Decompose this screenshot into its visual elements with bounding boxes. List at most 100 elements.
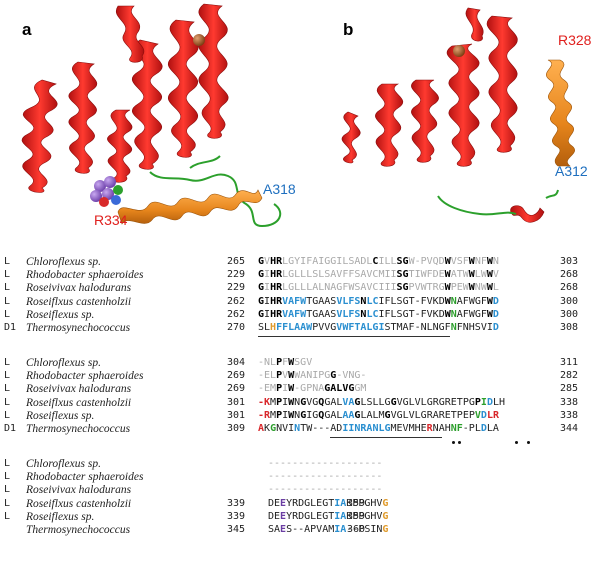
sequence-segment: W	[444, 269, 451, 281]
sequence-segment: IA	[334, 510, 347, 522]
sequence-segment: IA	[334, 524, 347, 535]
sequence-segment: -EM	[258, 383, 277, 395]
sequence-segment: D	[480, 409, 487, 421]
start-position: 229	[226, 282, 245, 294]
residue-marker-dot	[458, 441, 461, 444]
sequence-segment: M	[270, 396, 277, 408]
end-position: 268	[560, 269, 579, 281]
sequence-segment: IINRANLG	[342, 423, 391, 434]
sequence-segment: W	[444, 295, 451, 307]
sequence-segment: D	[492, 322, 499, 333]
organism-name: Chloroflexus sp.	[26, 357, 101, 369]
sequence-segment: W	[486, 269, 493, 281]
chain-label: L	[4, 308, 11, 320]
end-position: 282	[560, 370, 579, 382]
sequence-segment: Q	[318, 396, 325, 408]
organism-name: Roseiflxus castenholzii	[26, 396, 132, 409]
sequence-segment: W	[468, 269, 475, 281]
sequence: -KMPIWNGVGQGALVAGLSLLGGVGLVLGRGRETPGPIDL…	[258, 397, 505, 409]
sequence-segment: G	[258, 308, 265, 320]
sequence-segment: W	[444, 308, 451, 320]
sequence-segment: P	[276, 409, 283, 421]
sequence-segment: P	[276, 383, 283, 395]
panel-a-residue-a318: A318	[263, 181, 296, 197]
chain-label: L	[4, 370, 11, 382]
sequence-segment: W	[486, 282, 493, 294]
sequence-segment: LH	[492, 396, 506, 408]
sequence-segment: FNHSVI	[456, 322, 493, 333]
sequence-segment: VGLVLGRGRETPG	[396, 396, 475, 408]
sequence: -EMPIW-GPNAGALVGGM	[258, 383, 366, 395]
sequence-segment: SA	[268, 524, 281, 535]
sequence-segment: M	[270, 409, 277, 421]
sequence-segment: ILL	[378, 256, 397, 267]
panel-b-loops	[437, 189, 559, 216]
sequence-segment: HR	[270, 295, 283, 307]
sequence: -------------------	[268, 484, 382, 496]
sequence-segment: KPPGHV	[346, 497, 383, 509]
sequence-segment: G	[300, 396, 307, 408]
sequence-segment: LGLLLALNAGFWSAVCIII	[282, 282, 397, 294]
sequence-segment: P	[474, 396, 481, 408]
chain-label: L	[4, 295, 11, 307]
chain-label: L	[4, 409, 11, 421]
sequence-segment: D	[492, 308, 499, 320]
sequence-segment: W	[468, 282, 475, 294]
start-position: 301	[226, 396, 245, 408]
sequence-segment: I	[264, 282, 271, 294]
sequence-segment: -PL	[462, 423, 481, 434]
sequence: GVHRLGYIFAIGGILSADLCILLSGW-PVQDWVSFWNFWN	[258, 256, 499, 268]
sequence-segment: NW	[474, 282, 487, 294]
organism-name: Roseivivax halodurans	[26, 282, 132, 295]
end-position: 359	[347, 510, 366, 522]
chain-label: L	[4, 484, 11, 496]
chain-label: L	[4, 458, 11, 469]
sequence-segment: W	[288, 357, 295, 368]
sequence-segment: PEW	[450, 282, 469, 294]
start-position: 265	[226, 256, 245, 267]
sequence-segment: LALM	[360, 409, 385, 421]
organism-name: Chloroflexus sp.	[26, 458, 101, 470]
start-position: 270	[226, 322, 245, 333]
sequence-segment: D	[480, 423, 487, 434]
panel-a-pigment-spheres	[90, 176, 123, 207]
sequence: -ELPVWWANIPGG-VNG-	[258, 370, 366, 382]
sequence-segment: LGYIFAIGGILSADL	[282, 256, 373, 267]
sequence-segment: G	[270, 423, 277, 434]
sequence-segment: E	[280, 510, 287, 522]
sequence-segment: -GPNA	[294, 383, 325, 395]
sequence-segment: G	[390, 396, 397, 408]
residue-marker-dot	[452, 441, 455, 444]
sequence-segment: FFLAAW	[276, 322, 313, 333]
sequence-segment: V	[474, 409, 481, 421]
sequence-segment: LC	[366, 308, 379, 320]
organism-name: Thermosynechococcus	[26, 322, 131, 334]
organism-name: Roseivivax halodurans	[26, 383, 132, 396]
panel-a-helices	[21, 3, 229, 193]
sequence-segment: IG	[306, 409, 319, 421]
sequence-segment: LW	[474, 269, 487, 281]
start-position: 339	[226, 510, 245, 522]
panel-a-highlight-helix	[117, 189, 263, 225]
sequence-segment: VG	[306, 396, 319, 408]
organism-name: Roseiflexus sp.	[26, 308, 95, 321]
sequence-segment: W	[486, 308, 493, 320]
chain-label: L	[4, 269, 11, 281]
organism-name: Rhodobacter sphaeroides	[26, 471, 144, 484]
end-position: 300	[560, 308, 579, 320]
sequence-segment: G	[384, 409, 391, 421]
helix-underline	[258, 336, 450, 337]
sequence-segment: AA	[342, 409, 355, 421]
sequence-segment: GAL	[324, 396, 343, 408]
sequence-segment: R	[426, 423, 433, 434]
organism-name: Roseiflxus castenholzii	[26, 497, 132, 510]
sequence-segment: -VNG-	[336, 370, 367, 382]
sequence-segment: YRDGLEGT	[286, 497, 335, 509]
sequence-segment: VSF	[450, 256, 469, 267]
panel-b-metal-ion	[453, 45, 465, 57]
start-position: 269	[226, 370, 245, 382]
sequence-segment: G	[354, 396, 361, 408]
helix-underline	[330, 437, 442, 438]
start-position: 269	[226, 383, 245, 395]
start-position: 301	[226, 409, 245, 421]
